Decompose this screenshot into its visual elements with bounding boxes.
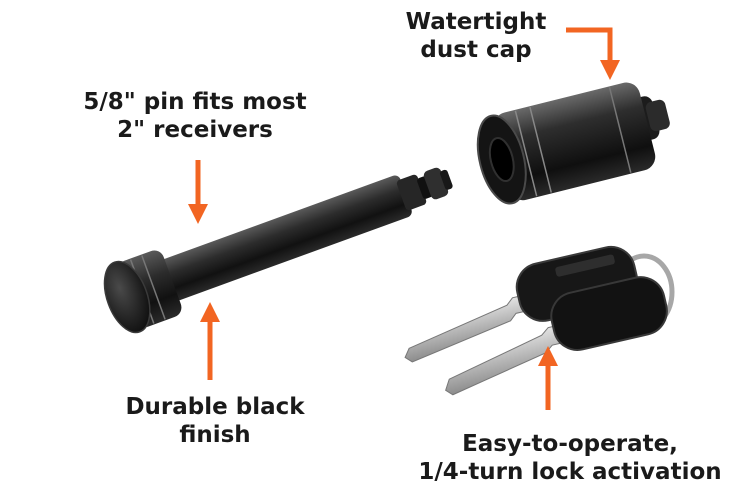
cap-label-line2: dust cap (420, 37, 532, 63)
key-upper (404, 245, 639, 363)
dust-cap (476, 82, 670, 205)
cap-label-line1: Watertight (405, 9, 547, 35)
elbow-arrow-icon (566, 27, 620, 80)
pin-shaft (151, 175, 412, 305)
lock-label-line2: 1/4-turn lock activation (418, 459, 722, 485)
pin-label-line1: 5/8" pin fits most (83, 89, 307, 115)
cap-opening (488, 137, 515, 183)
cap-label: Watertight dust cap (396, 8, 556, 64)
finish-label-line1: Durable black (125, 394, 305, 420)
pin-label: 5/8" pin fits most 2" receivers (50, 88, 340, 144)
key-lower (445, 276, 668, 396)
finish-label: Durable black finish (95, 393, 335, 449)
keys (404, 245, 675, 396)
lock-label-line1: Easy-to-operate, (462, 431, 678, 457)
finish-label-line2: finish (179, 422, 251, 448)
pin-head (103, 260, 151, 334)
lock-label: Easy-to-operate, 1/4-turn lock activatio… (395, 430, 745, 486)
pin-label-line2: 2" receivers (117, 117, 273, 143)
hitch-pin (103, 167, 453, 334)
